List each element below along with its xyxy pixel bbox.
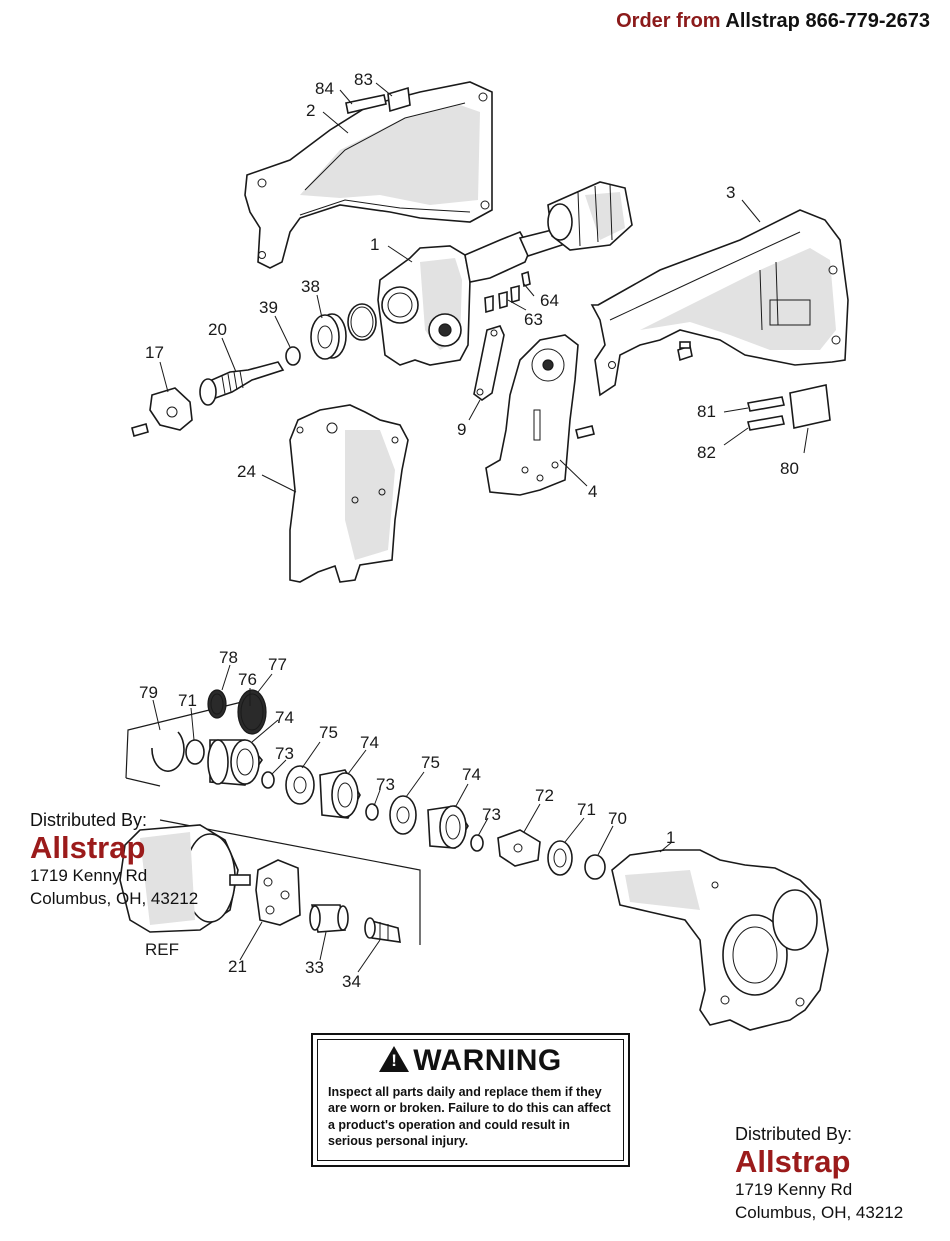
callout-ref: REF xyxy=(145,940,179,959)
callout-38: 38 xyxy=(301,277,320,296)
callout-74c: 74 xyxy=(462,765,481,784)
rings-lower-row xyxy=(547,840,606,880)
callout-83: 83 xyxy=(354,70,373,89)
callout-73c: 73 xyxy=(482,805,501,824)
part-72-carrier xyxy=(497,829,541,867)
callout-71b: 71 xyxy=(577,800,596,819)
callout-80: 80 xyxy=(780,459,799,478)
small-gears-73 xyxy=(261,771,484,852)
part-4-plate xyxy=(485,334,579,496)
distributor-address-line1: 1719 Kenny Rd xyxy=(735,1180,853,1200)
labels-80-81-82 xyxy=(747,384,831,431)
callout-78: 78 xyxy=(219,648,238,667)
rings-upper-row xyxy=(151,689,267,772)
callout-70: 70 xyxy=(608,809,627,828)
callout-1-lower: 1 xyxy=(666,828,675,847)
order-from-label: Order from xyxy=(616,10,721,32)
callout-72: 72 xyxy=(535,786,554,805)
callout-33: 33 xyxy=(305,958,324,977)
distributor-address-line2: Columbus, OH, 43212 xyxy=(30,889,199,909)
callout-4: 4 xyxy=(588,482,597,501)
callout-24: 24 xyxy=(237,462,256,481)
callout-1: 1 xyxy=(370,235,379,254)
part-21-bracket xyxy=(255,859,301,926)
distributor-block-left: Distributed By: Allstrap 1719 Kenny Rd C… xyxy=(30,810,198,911)
part-1-housing-upper xyxy=(377,181,633,366)
part-39-ring xyxy=(285,346,301,366)
upper-callouts: 84 83 2 3 1 38 39 20 17 64 63 9 81 82 80… xyxy=(145,70,809,501)
lower-callouts: 78 76 77 79 71 74 73 75 74 73 75 74 73 7… xyxy=(139,648,675,991)
o-ring-upper xyxy=(347,303,377,341)
callout-17: 17 xyxy=(145,343,164,362)
distributor-brand: Allstrap xyxy=(735,1144,851,1179)
distributor-label: Distributed By: xyxy=(735,1124,853,1144)
order-header: Order from Allstrap 866-779-2673 xyxy=(616,10,930,33)
part-20-spindle xyxy=(199,361,285,406)
distributor-address-line1: 1719 Kenny Rd xyxy=(30,866,148,886)
warning-box: WARNING Inspect all parts daily and repl… xyxy=(311,1033,630,1167)
callout-81: 81 xyxy=(697,402,716,421)
callout-9: 9 xyxy=(457,420,466,439)
part-1-housing-lower xyxy=(611,849,829,1031)
callout-73b: 73 xyxy=(376,775,395,794)
gears-75 xyxy=(285,765,417,835)
part-9-link xyxy=(473,325,505,401)
part-24-side-plate xyxy=(289,404,409,583)
warning-triangle-icon xyxy=(379,1046,410,1072)
part-38-bearing xyxy=(310,313,347,360)
callout-3: 3 xyxy=(726,183,735,202)
callout-74: 74 xyxy=(275,708,294,727)
warning-title: WARNING xyxy=(328,1046,613,1076)
callout-64: 64 xyxy=(540,291,559,310)
distributor-label: Distributed By: xyxy=(30,810,148,830)
callout-2: 2 xyxy=(306,101,315,120)
small-fasteners xyxy=(131,270,693,439)
callout-20: 20 xyxy=(208,320,227,339)
order-phone: Allstrap 866-779-2673 xyxy=(725,10,930,32)
callout-84: 84 xyxy=(315,79,334,98)
callout-63: 63 xyxy=(524,310,543,329)
part-17-flange xyxy=(149,387,193,431)
part-33-coupler xyxy=(309,904,349,933)
part-2-top-cover xyxy=(244,81,493,269)
callout-74b: 74 xyxy=(360,733,379,752)
callout-39: 39 xyxy=(259,298,278,317)
callout-71: 71 xyxy=(178,691,197,710)
callout-75: 75 xyxy=(319,723,338,742)
callout-76: 76 xyxy=(238,670,257,689)
warning-title-text: WARNING xyxy=(413,1044,562,1077)
motor-ref xyxy=(119,824,251,933)
callout-77: 77 xyxy=(268,655,287,674)
part-3-side-cover xyxy=(590,209,849,397)
callout-79: 79 xyxy=(139,683,158,702)
distributor-block-right: Distributed By: Allstrap 1719 Kenny Rd C… xyxy=(735,1124,903,1225)
callout-21: 21 xyxy=(228,957,247,976)
callout-34: 34 xyxy=(342,972,361,991)
labels-83-84 xyxy=(345,86,411,114)
callout-75b: 75 xyxy=(421,753,440,772)
callout-73: 73 xyxy=(275,744,294,763)
warning-body: Inspect all parts daily and replace them… xyxy=(328,1085,611,1148)
part-34-pinion xyxy=(364,917,401,943)
callout-82: 82 xyxy=(697,443,716,462)
bearings-74 xyxy=(207,739,469,849)
distributor-brand: Allstrap xyxy=(30,830,146,865)
distributor-address-line2: Columbus, OH, 43212 xyxy=(735,1203,904,1223)
